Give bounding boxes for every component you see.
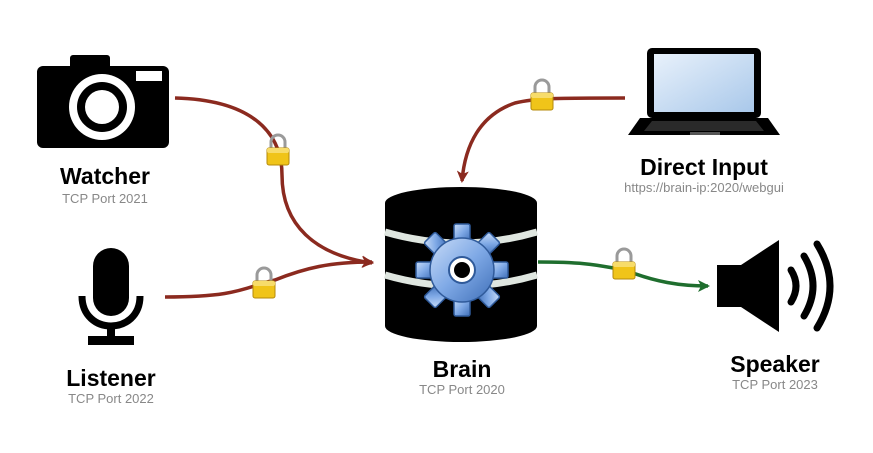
- watcher-connection-padlock-icon: [265, 133, 291, 167]
- listener-connection-padlock-icon: [251, 266, 277, 300]
- direct-input-title: Direct Input: [640, 154, 768, 180]
- watcher-to-brain-arrow: [174, 96, 374, 268]
- speaker-connection-padlock-icon: [611, 247, 637, 281]
- speaker-icon: [717, 240, 834, 332]
- speaker-subtitle: TCP Port 2023: [732, 377, 818, 392]
- direct-input-connection-padlock-icon: [529, 78, 555, 112]
- direct-input-to-brain-arrow: [456, 96, 626, 183]
- microphone-icon: [78, 248, 144, 345]
- listener-subtitle: TCP Port 2022: [68, 391, 154, 406]
- brain-subtitle: TCP Port 2020: [419, 382, 505, 397]
- direct-input-subtitle: https://brain-ip:2020/webgui: [624, 180, 784, 195]
- database-gear-icon: [384, 187, 538, 342]
- gear-icon: [415, 223, 509, 317]
- speaker-title: Speaker: [730, 351, 820, 377]
- brain-title: Brain: [433, 356, 492, 382]
- watcher-subtitle: TCP Port 2021: [62, 191, 148, 206]
- laptop-icon: [628, 48, 780, 135]
- watcher-title: Watcher: [60, 163, 150, 189]
- connections: [164, 96, 710, 299]
- listener-title: Listener: [66, 365, 156, 391]
- camera-icon: [37, 55, 169, 148]
- listener-to-brain-arrow: [164, 256, 374, 299]
